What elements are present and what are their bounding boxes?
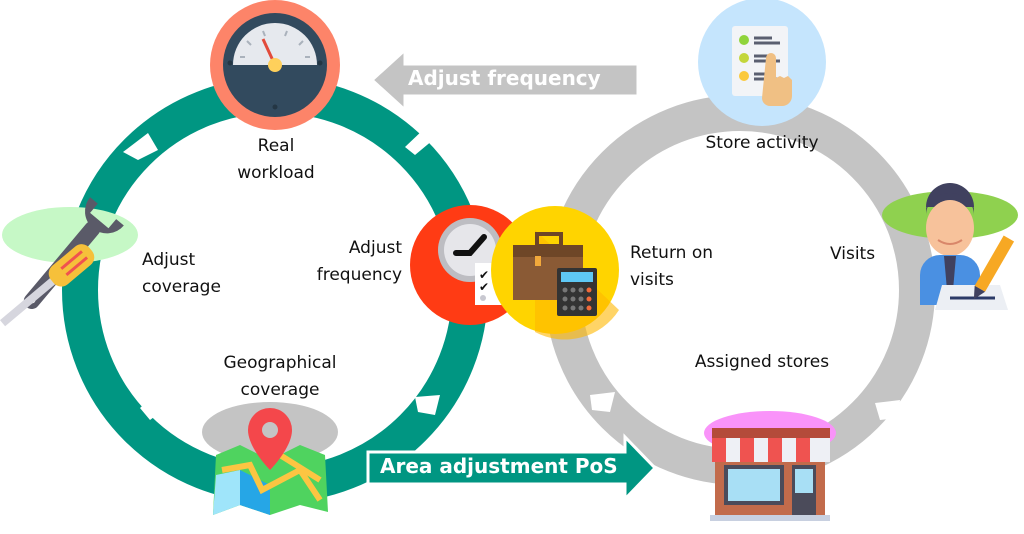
adjust-frequency-connector-label: Adjust frequency [408, 66, 601, 90]
label-line: Visits [830, 244, 876, 264]
right-ring-chevron [590, 392, 615, 412]
label-line: frequency [316, 265, 402, 285]
adjust-coverage-label: Adjust coverage [142, 247, 242, 301]
adjust-frequency-label: Adjust frequency [300, 235, 402, 289]
svg-text:✔: ✔ [479, 280, 489, 294]
label-line: Adjust [348, 238, 402, 258]
label-line: Return on [630, 243, 713, 263]
right-ring-chevron [875, 400, 900, 420]
wrench-screwdriver-icon [0, 197, 138, 327]
visits-label: Visits [830, 241, 900, 268]
label-line: Store activity [705, 133, 819, 153]
real-workload-label: Real workload [230, 133, 322, 187]
assigned-stores-label: Assigned stores [684, 349, 840, 376]
label-line: Adjust [142, 250, 196, 270]
salesman-writing-icon [882, 183, 1018, 310]
store-activity-label: Store activity [692, 130, 832, 157]
label-line: Assigned stores [694, 352, 830, 372]
geographical-coverage-label: Geographical coverage [212, 350, 348, 404]
svg-text:✔: ✔ [479, 268, 489, 282]
briefcase-calculator-icon [491, 206, 619, 340]
label-line: visits [630, 270, 674, 290]
map-pin-icon [202, 402, 338, 515]
label-line: workload [237, 163, 315, 183]
return-on-visits-label: Return on visits [630, 240, 730, 294]
left-ring-chevron [140, 390, 170, 420]
label-line: Geographical [223, 353, 337, 373]
left-ring-chevron [123, 133, 158, 160]
adjust-frequency-arrow [369, 46, 640, 114]
storefront-icon [704, 411, 836, 521]
checklist-hand-icon [698, 0, 826, 126]
left-ring-chevron [415, 395, 440, 415]
gauge-icon [210, 0, 340, 130]
label-line: coverage [240, 380, 320, 400]
right-ring-chevron [882, 128, 910, 148]
right-ring-chevron [586, 118, 615, 146]
label-line: Real [257, 136, 295, 156]
area-adjustment-connector-label: Area adjustment PoS [380, 454, 618, 478]
left-ring-chevron [405, 128, 433, 155]
area-adjustment-arrow [366, 433, 658, 503]
label-line: coverage [142, 277, 221, 297]
